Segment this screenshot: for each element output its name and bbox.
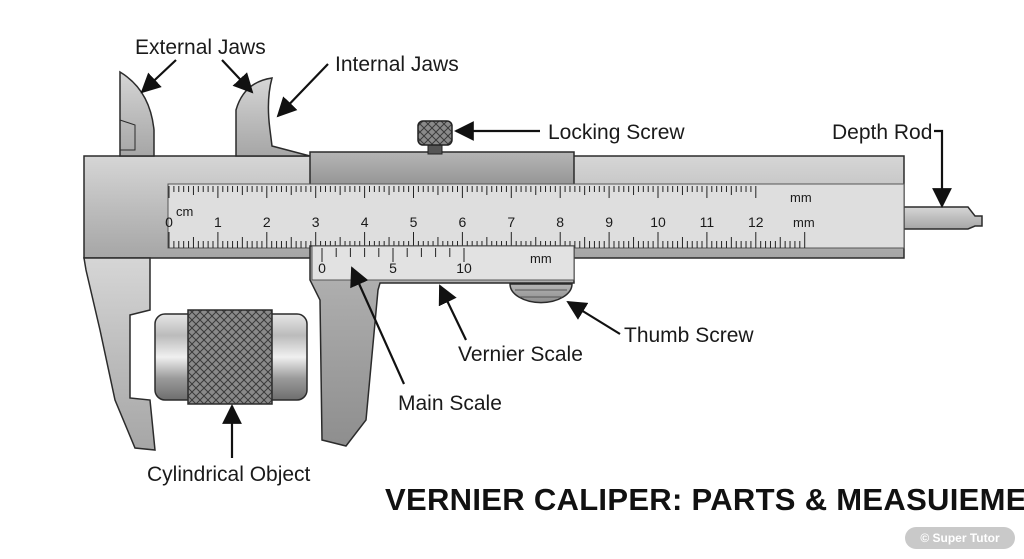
diagram-title: VERNIER CALIPER: PARTS & MEASUIEMENT bbox=[385, 482, 1024, 517]
label-vernier-scale: Vernier Scale bbox=[458, 343, 583, 366]
leader-lines bbox=[140, 59, 952, 458]
main-scale-number: 12 bbox=[748, 214, 764, 230]
fixed-upper-jaw bbox=[119, 70, 155, 157]
arrow-thumb-screw bbox=[566, 300, 621, 335]
main-scale-number: 6 bbox=[459, 214, 467, 230]
main-scale-number: 11 bbox=[700, 214, 715, 230]
internal-jaw bbox=[235, 77, 311, 157]
label-thumb-screw: Thumb Screw bbox=[624, 324, 754, 347]
main-scale-number: 2 bbox=[263, 214, 271, 230]
main-scale-number: 5 bbox=[410, 214, 418, 230]
arrow-main-scale bbox=[350, 266, 406, 385]
depth-rod bbox=[899, 206, 983, 230]
label-depth-rod: Depth Rod bbox=[832, 121, 932, 144]
fixed-lower-jaw bbox=[83, 257, 156, 451]
mm-unit-label: mm bbox=[793, 215, 815, 230]
watermark-badge: © Super Tutor bbox=[905, 527, 1015, 549]
vernier-scale-number: 0 bbox=[318, 260, 326, 276]
vernier-scale-number: 10 bbox=[456, 260, 472, 276]
label-cylindrical-object: Cylindrical Object bbox=[147, 463, 311, 486]
vernier-scale-ticks bbox=[321, 248, 465, 262]
main-scale-number: 3 bbox=[312, 214, 320, 230]
main-scale-number: 1 bbox=[214, 214, 222, 230]
main-scale-number: 4 bbox=[361, 214, 369, 230]
label-main-scale: Main Scale bbox=[398, 392, 502, 415]
label-external-jaws: External Jaws bbox=[135, 36, 266, 59]
top-scale-ticks bbox=[168, 186, 757, 198]
mm-unit-label-top: mm bbox=[790, 190, 812, 205]
main-scale-number: 7 bbox=[507, 214, 515, 230]
main-scale-number: 8 bbox=[556, 214, 564, 230]
cm-unit-label: cm bbox=[176, 204, 193, 219]
vernier-scale-number: 5 bbox=[389, 260, 397, 276]
vernier-scale-numbers: 0 5 10 bbox=[318, 260, 472, 276]
main-scale-number: 0 bbox=[165, 214, 173, 230]
arrow-external-jaws-left bbox=[140, 59, 177, 94]
label-internal-jaws: Internal Jaws bbox=[335, 53, 459, 76]
label-locking-screw: Locking Screw bbox=[548, 121, 685, 144]
arrow-vernier-scale bbox=[438, 284, 467, 341]
arrow-internal-jaws bbox=[276, 63, 329, 118]
main-scale-number: 9 bbox=[605, 214, 613, 230]
vernier-mm-label: mm bbox=[530, 251, 552, 266]
arrow-depth-rod bbox=[932, 129, 952, 208]
arrow-external-jaws-right bbox=[221, 59, 254, 94]
cylindrical-object bbox=[154, 309, 308, 405]
locking-screw[interactable] bbox=[417, 120, 453, 155]
main-scale-number: 10 bbox=[650, 214, 666, 230]
thumb-screw[interactable] bbox=[509, 283, 573, 304]
